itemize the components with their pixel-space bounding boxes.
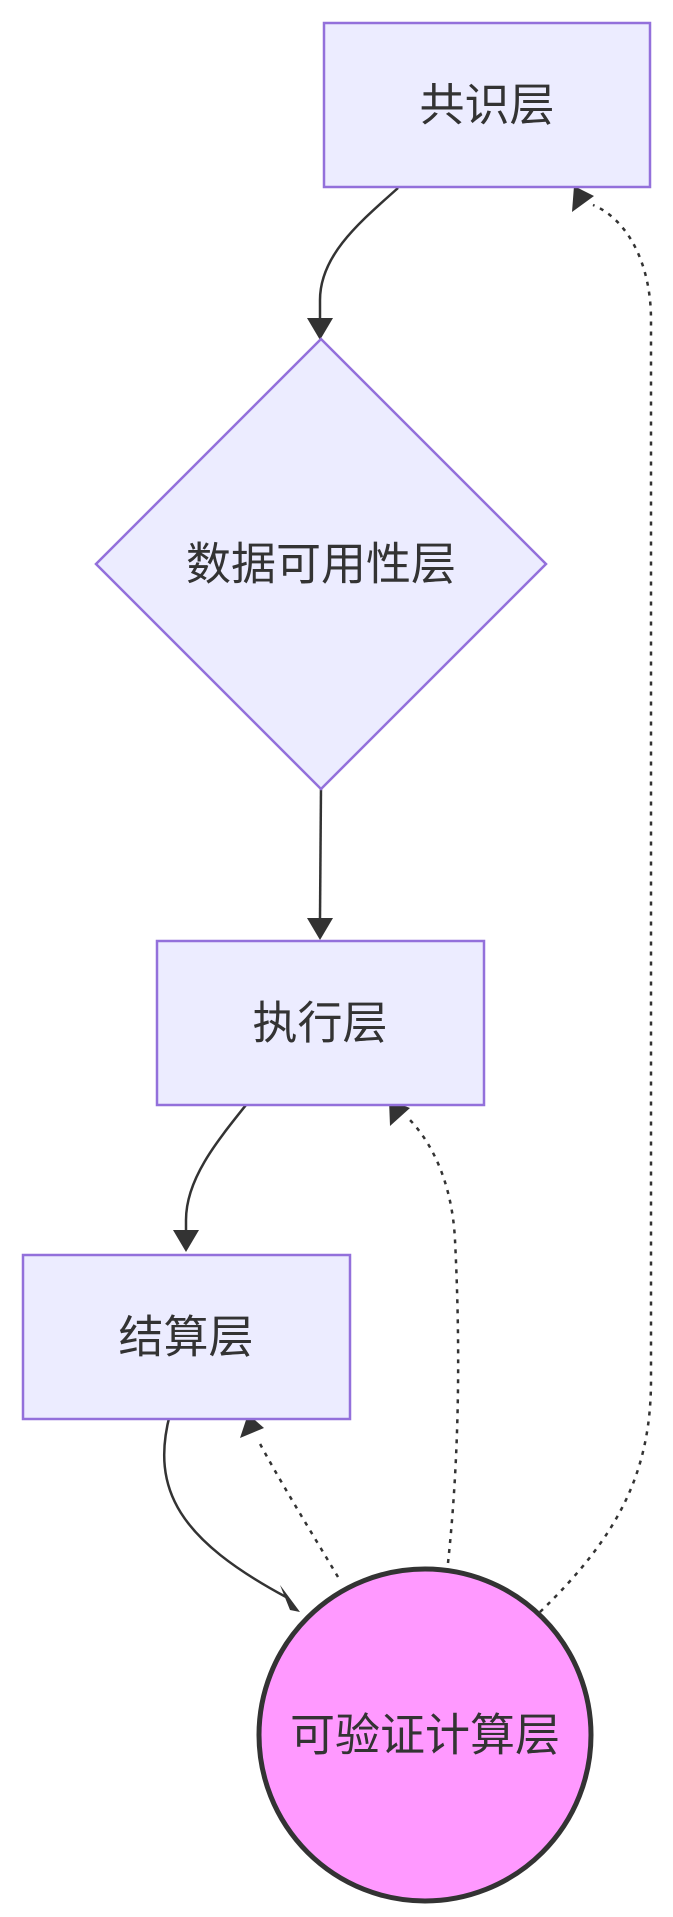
edge-verifiable-compute-to-consensus bbox=[539, 203, 653, 1613]
node-label: 共识层 bbox=[419, 79, 554, 132]
node-verifiable-compute: 可验证计算层 bbox=[256, 1566, 594, 1904]
node-settlement: 结算层 bbox=[21, 1253, 352, 1421]
node-label: 数据可用性层 bbox=[186, 538, 456, 591]
arrow-head bbox=[173, 1230, 199, 1252]
node-label: 执行层 bbox=[252, 997, 387, 1050]
node-label: 结算层 bbox=[118, 1311, 253, 1364]
node-shape bbox=[256, 1566, 594, 1904]
edge-settlement-to-verifiable-compute bbox=[162, 1413, 287, 1599]
node-consensus: 共识层 bbox=[322, 21, 652, 189]
arrow-head bbox=[307, 318, 333, 340]
node-label: 可验证计算层 bbox=[290, 1709, 560, 1762]
node-shape bbox=[155, 939, 486, 1107]
node-shape bbox=[94, 337, 548, 791]
node-data-availability: 数据可用性层 bbox=[94, 337, 548, 791]
arrow-head bbox=[389, 1100, 410, 1126]
edge-execution-to-settlement bbox=[184, 1099, 251, 1230]
arrow-head bbox=[572, 186, 594, 212]
node-shape bbox=[21, 1253, 352, 1421]
arrow-head bbox=[280, 1585, 300, 1612]
edge-verifiable-compute-to-settlement bbox=[256, 1439, 340, 1578]
node-shape bbox=[322, 21, 652, 189]
arrow-head bbox=[307, 918, 333, 940]
edge-verifiable-compute-to-execution bbox=[407, 1117, 460, 1564]
edges bbox=[162, 186, 653, 1613]
node-execution: 执行层 bbox=[155, 939, 486, 1107]
edge-consensus-to-data-availability bbox=[318, 187, 399, 318]
edge-data-availability-to-execution bbox=[318, 785, 323, 919]
